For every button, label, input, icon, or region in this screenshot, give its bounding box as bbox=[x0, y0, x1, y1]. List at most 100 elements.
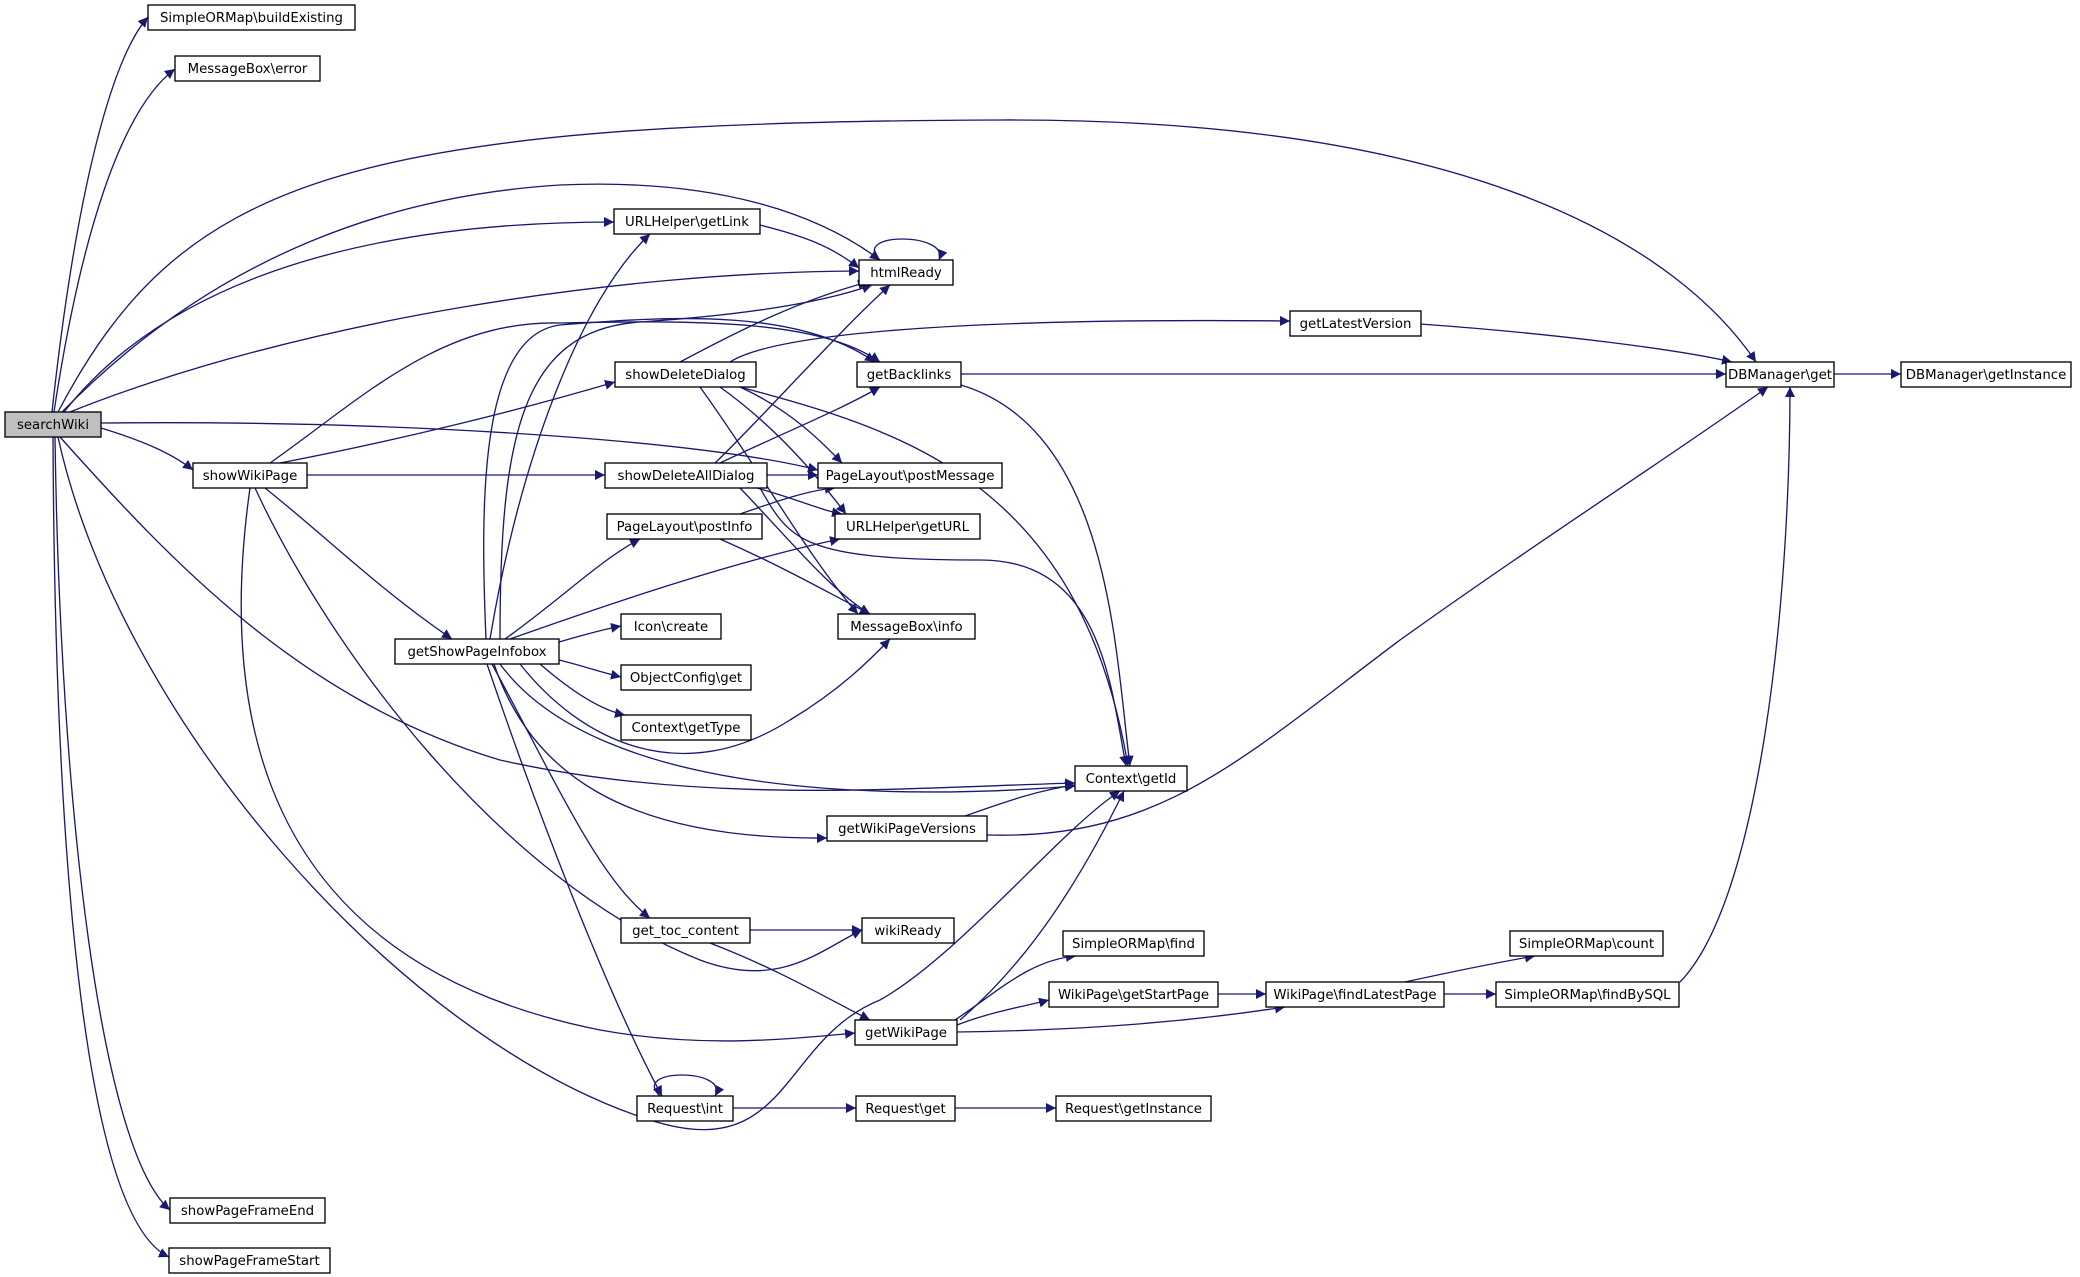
node-label: SimpleORMap\findBySQL bbox=[1504, 988, 1671, 1003]
node-box[interactable] bbox=[1725, 361, 1835, 388]
edge-getShowPageInfobox-to-getTocContent bbox=[491, 663, 651, 919]
node-objectConfigGet[interactable]: ObjectConfig\get bbox=[620, 664, 752, 691]
node-contextGetType[interactable]: Context\getType bbox=[620, 714, 752, 741]
node-label: showPageFrameEnd bbox=[181, 1204, 314, 1219]
node-box[interactable] bbox=[4, 411, 102, 438]
node-sormCount[interactable]: SimpleORMap\count bbox=[1509, 930, 1664, 957]
node-box[interactable] bbox=[604, 462, 768, 489]
edge-requestInt-to-requestInt bbox=[653, 1074, 725, 1097]
node-box[interactable] bbox=[854, 1019, 958, 1046]
edge-postInfo-to-postMessage bbox=[739, 483, 836, 515]
node-box[interactable] bbox=[1265, 981, 1445, 1008]
node-label: PageLayout\postMessage bbox=[826, 469, 995, 484]
node-getBacklinks[interactable]: getBacklinks bbox=[856, 361, 962, 388]
node-box[interactable] bbox=[613, 208, 761, 235]
node-label: wikiReady bbox=[874, 924, 941, 939]
node-htmlReady[interactable]: htmlReady bbox=[858, 259, 954, 286]
node-box[interactable] bbox=[1509, 930, 1664, 957]
node-box[interactable] bbox=[826, 815, 988, 842]
node-requestGetInstance[interactable]: Request\getInstance bbox=[1055, 1095, 1212, 1122]
edge-getWikiPageVersions-to-dbGet bbox=[986, 386, 1769, 836]
node-contextGetId[interactable]: Context\getId bbox=[1074, 765, 1188, 792]
node-getLatestVersion[interactable]: getLatestVersion bbox=[1289, 310, 1422, 337]
edge-showWikiPage-to-wikiReady bbox=[254, 487, 863, 972]
node-postMessage[interactable]: PageLayout\postMessage bbox=[817, 462, 1003, 489]
node-buildExisting[interactable]: SimpleORMap\buildExisting bbox=[147, 4, 356, 31]
node-box[interactable] bbox=[1900, 361, 2072, 388]
node-label: getWikiPage bbox=[865, 1026, 947, 1041]
node-label: Request\getInstance bbox=[1065, 1102, 1202, 1117]
node-box[interactable] bbox=[147, 4, 356, 31]
node-requestGet[interactable]: Request\get bbox=[855, 1095, 956, 1122]
node-box[interactable] bbox=[620, 917, 751, 944]
node-showDeleteAllDialog[interactable]: showDeleteAllDialog bbox=[604, 462, 768, 489]
node-label: SimpleORMap\count bbox=[1519, 937, 1654, 952]
node-box[interactable] bbox=[856, 361, 962, 388]
edge-htmlReady-to-htmlReady bbox=[873, 238, 948, 261]
node-searchWiki[interactable]: searchWiki bbox=[4, 411, 102, 438]
node-box[interactable] bbox=[1495, 981, 1680, 1008]
node-label: getLatestVersion bbox=[1300, 317, 1412, 332]
edge-searchWiki-to-buildExisting bbox=[51, 16, 149, 413]
edge-getLatestVersion-to-dbGet bbox=[1419, 323, 1733, 365]
node-requestInt[interactable]: Request\int bbox=[636, 1095, 734, 1122]
node-label: Context\getType bbox=[632, 721, 741, 736]
node-box[interactable] bbox=[855, 1095, 956, 1122]
node-showPageFrameEnd[interactable]: showPageFrameEnd bbox=[169, 1197, 326, 1224]
node-box[interactable] bbox=[394, 638, 560, 665]
node-box[interactable] bbox=[168, 1247, 331, 1274]
node-box[interactable] bbox=[636, 1095, 734, 1122]
node-label: PageLayout\postInfo bbox=[617, 520, 753, 535]
node-getURL[interactable]: URLHelper\getURL bbox=[834, 513, 981, 540]
node-box[interactable] bbox=[192, 462, 308, 489]
node-showDeleteDialog[interactable]: showDeleteDialog bbox=[614, 361, 757, 388]
edge-getWikiPage-to-getStartPage bbox=[956, 997, 1050, 1026]
edge-getWikiPage-to-findLatestPage bbox=[956, 1003, 1286, 1033]
node-findBySQL[interactable]: SimpleORMap\findBySQL bbox=[1495, 981, 1680, 1008]
node-box[interactable] bbox=[606, 513, 763, 540]
node-box[interactable] bbox=[614, 361, 757, 388]
edge-getShowPageInfobox-to-mbInfo bbox=[519, 638, 891, 755]
node-box[interactable] bbox=[1062, 930, 1205, 957]
node-box[interactable] bbox=[1074, 765, 1188, 792]
node-box[interactable] bbox=[620, 664, 752, 691]
node-box[interactable] bbox=[834, 513, 981, 540]
node-box[interactable] bbox=[1048, 981, 1219, 1008]
node-label: searchWiki bbox=[17, 418, 89, 433]
node-postInfo[interactable]: PageLayout\postInfo bbox=[606, 513, 763, 540]
node-showWikiPage[interactable]: showWikiPage bbox=[192, 462, 308, 489]
node-showPageFrameStart[interactable]: showPageFrameStart bbox=[168, 1247, 331, 1274]
node-box[interactable] bbox=[620, 613, 722, 640]
node-box[interactable] bbox=[620, 714, 752, 741]
node-sormFind[interactable]: SimpleORMap\find bbox=[1062, 930, 1205, 957]
node-box[interactable] bbox=[858, 259, 954, 286]
node-box[interactable] bbox=[1055, 1095, 1212, 1122]
node-getWikiPage[interactable]: getWikiPage bbox=[854, 1019, 958, 1046]
node-getTocContent[interactable]: get_toc_content bbox=[620, 917, 751, 944]
edge-findLatestPage-to-sormCount bbox=[1404, 952, 1536, 983]
edge-getShowPageInfobox-to-getWikiPageVersions bbox=[493, 663, 828, 844]
edge-getWikiPageVersions-to-contextGetId bbox=[964, 781, 1076, 817]
node-iconCreate[interactable]: Icon\create bbox=[620, 613, 722, 640]
node-getWikiPageVersions[interactable]: getWikiPageVersions bbox=[826, 815, 988, 842]
edge-showDeleteAllDialog-to-getBacklinks bbox=[719, 386, 881, 464]
edge-searchWiki-to-mbError bbox=[53, 68, 176, 413]
node-mbError[interactable]: MessageBox\error bbox=[174, 55, 321, 82]
node-box[interactable] bbox=[861, 917, 955, 944]
node-box[interactable] bbox=[1289, 310, 1422, 337]
node-mbInfo[interactable]: MessageBox\info bbox=[837, 613, 976, 640]
node-box[interactable] bbox=[174, 55, 321, 82]
node-getShowPageInfobox[interactable]: getShowPageInfobox bbox=[394, 638, 560, 665]
node-label: getBacklinks bbox=[867, 368, 952, 383]
node-dbGet[interactable]: DBManager\get bbox=[1725, 361, 1835, 388]
node-getStartPage[interactable]: WikiPage\getStartPage bbox=[1048, 981, 1219, 1008]
node-box[interactable] bbox=[837, 613, 976, 640]
node-box[interactable] bbox=[169, 1197, 326, 1224]
node-findLatestPage[interactable]: WikiPage\findLatestPage bbox=[1265, 981, 1445, 1008]
node-wikiReady[interactable]: wikiReady bbox=[861, 917, 955, 944]
node-box[interactable] bbox=[817, 462, 1003, 489]
node-getLink[interactable]: URLHelper\getLink bbox=[613, 208, 761, 235]
edge-searchWiki-to-showPageFrameStart bbox=[52, 436, 170, 1258]
node-dbGetInstance[interactable]: DBManager\getInstance bbox=[1900, 361, 2072, 388]
